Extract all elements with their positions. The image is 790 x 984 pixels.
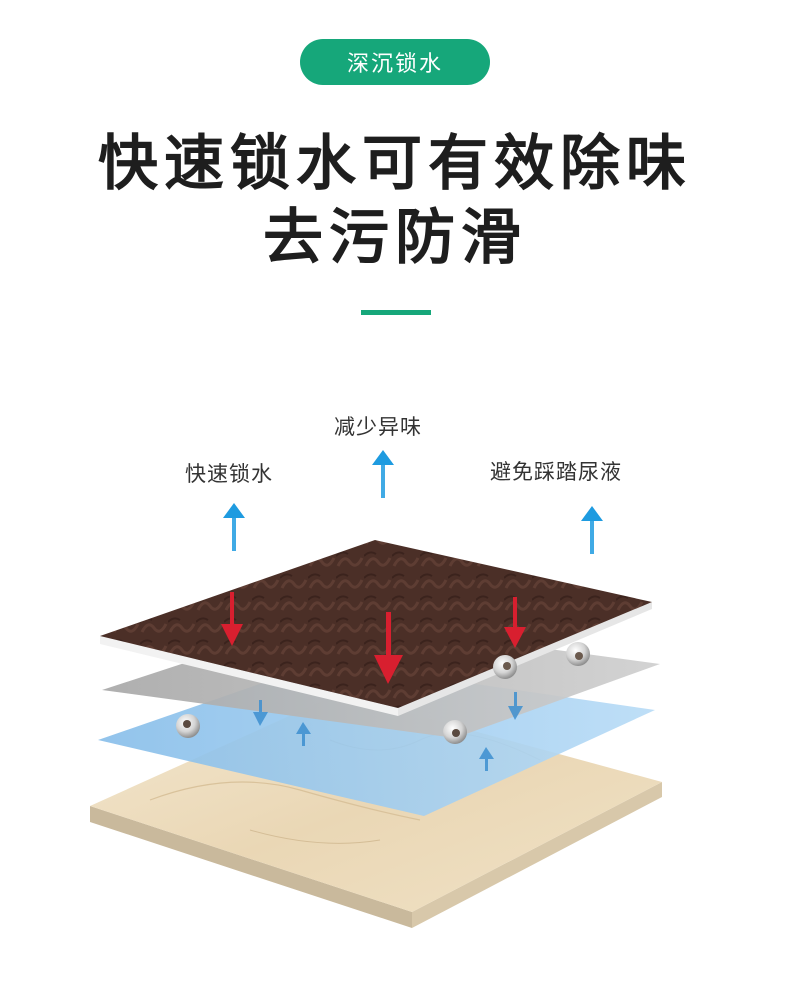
dirt-particle-icon [493, 655, 517, 679]
dirt-particle-icon [566, 642, 590, 666]
feature-label-quick-lock: 快速锁水 [185, 462, 273, 486]
headline-line-2: 去污防滑 [263, 203, 527, 273]
section-tag: 深沉锁水 [300, 39, 490, 85]
arrow-down-icon [508, 692, 523, 720]
arrow-down-icon [253, 700, 268, 726]
carpet-layer [100, 540, 652, 716]
arrow-down-icon [221, 592, 243, 646]
feature-label-reduce-odor: 减少异味 [334, 415, 422, 439]
arrow-up-icon [581, 506, 603, 554]
arrow-up-icon [372, 450, 394, 498]
arrow-up-icon [479, 747, 494, 771]
feature-label-avoid-urine: 避免踩踏尿液 [490, 460, 622, 484]
dirt-particle-icon [443, 720, 467, 744]
arrow-down-icon [374, 612, 403, 684]
dirt-particle-icon [176, 714, 200, 738]
accent-divider [361, 310, 431, 315]
arrow-up-icon [296, 722, 311, 746]
arrow-up-icon [223, 503, 245, 551]
arrow-down-icon [504, 597, 526, 648]
headline-line-1: 快速锁水可有效除味 [98, 129, 692, 199]
